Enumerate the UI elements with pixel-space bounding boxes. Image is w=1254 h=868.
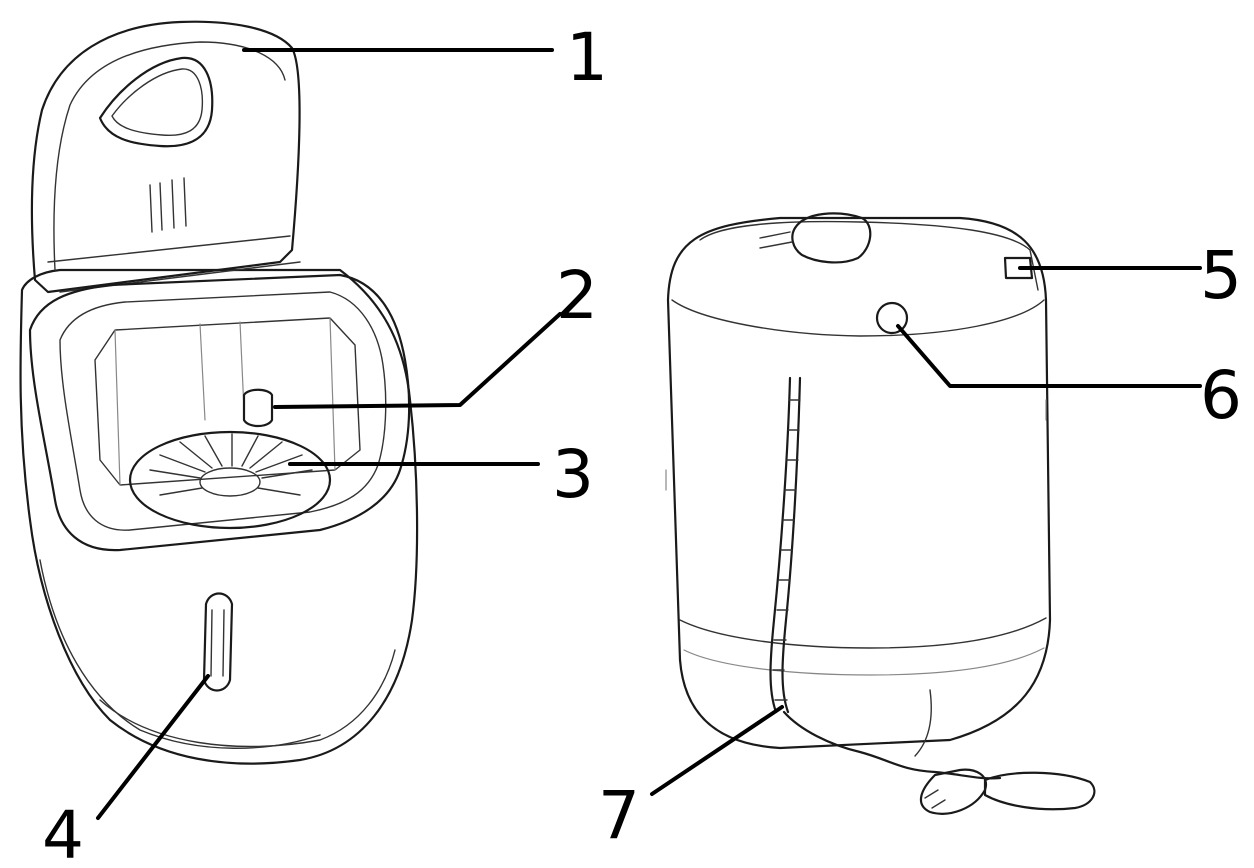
front-rim-inner <box>59 291 387 531</box>
lid-window-inner <box>111 68 204 137</box>
tub-shaft <box>242 388 274 428</box>
leader-4 <box>96 674 210 820</box>
rear-clip <box>1003 256 1034 280</box>
rear-top <box>671 299 1045 337</box>
rear-body <box>666 216 1052 750</box>
lid-window <box>98 56 214 148</box>
rear-top-panel <box>699 220 1039 291</box>
front-base <box>99 649 396 748</box>
front-body <box>19 268 419 765</box>
front-handle-slot <box>202 592 234 692</box>
leader-lines <box>96 48 1202 820</box>
power-plug-head <box>983 771 1096 811</box>
drain-hose-ribs <box>772 399 801 701</box>
tub-pulsator <box>128 430 332 530</box>
rear-knob <box>875 301 909 335</box>
front-handle-slot-inner <box>210 609 225 677</box>
power-cord <box>782 710 1002 780</box>
leader-7 <box>650 705 784 796</box>
front-rim <box>28 273 411 552</box>
rear-top-handle <box>791 212 872 264</box>
power-plug <box>919 768 988 815</box>
tub-interior <box>94 317 361 486</box>
rear-top-detail <box>759 231 793 249</box>
drain-hose <box>769 376 792 714</box>
front-lid-inner <box>53 41 286 271</box>
front-lid <box>30 20 301 294</box>
lid-hinge-ribs <box>149 177 187 233</box>
callout-3: 3 <box>552 436 594 513</box>
rear-band <box>679 617 1047 649</box>
callout-numbers: 1 2 3 4 5 6 7 <box>42 19 1242 868</box>
rear-band-shade <box>683 647 1045 676</box>
tub-pulsator-hub <box>199 467 261 497</box>
leader-6 <box>896 324 1202 388</box>
rear-view-appliance <box>665 212 1096 815</box>
callout-5: 5 <box>1200 237 1242 314</box>
front-body-shade <box>39 559 321 749</box>
leader-2 <box>273 312 562 409</box>
callout-4: 4 <box>42 797 84 868</box>
front-view-appliance <box>19 20 419 765</box>
tub-pulsator-fins <box>149 433 313 496</box>
rear-side-marks <box>665 399 1047 491</box>
callout-7: 7 <box>598 777 640 854</box>
tub-interior-shade <box>114 317 336 486</box>
drain-hose-edge <box>781 376 802 714</box>
power-plug-pins <box>924 789 946 809</box>
callout-6: 6 <box>1200 357 1242 434</box>
power-cord-side <box>914 689 932 757</box>
callout-2: 2 <box>556 257 598 334</box>
callout-1: 1 <box>566 19 608 96</box>
